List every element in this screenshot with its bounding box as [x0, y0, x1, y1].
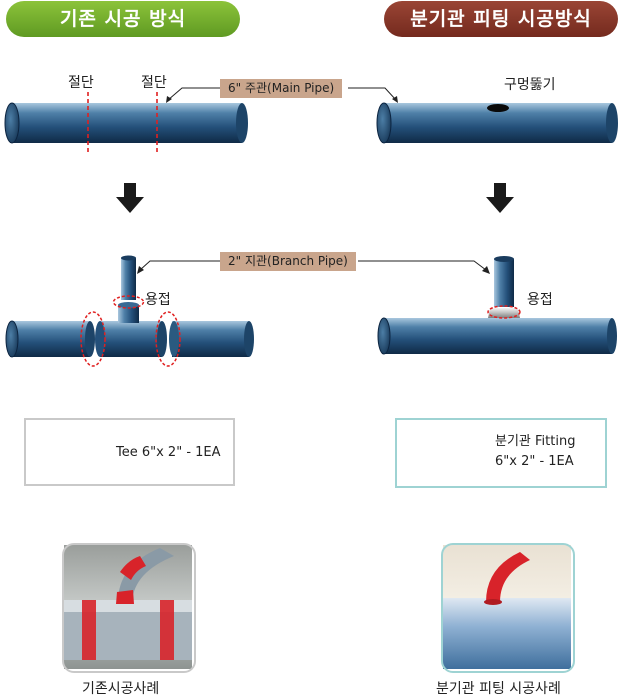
fitting-assembly — [377, 256, 617, 355]
header-fitting-method: 분기관 피팅 시공방식 — [384, 1, 618, 37]
main-pipe-tag: 6" 주관(Main Pipe) — [220, 79, 343, 98]
weld-ring-joint-2 — [155, 311, 181, 367]
weld-ring-joint-1 — [80, 311, 106, 367]
drilled-hole — [487, 104, 509, 112]
main-pipe-pointer-right — [348, 87, 397, 101]
fitting-product-name: 분기관 Fitting — [495, 434, 576, 449]
fitting-photo-frame — [441, 543, 575, 673]
main-pipe-left — [4, 102, 248, 144]
fitting-product-size: 6"x 2" - 1EA — [495, 454, 574, 469]
weld-ring-right — [487, 305, 521, 319]
fitting-case-photo — [443, 545, 571, 669]
tee-product-box: Tee 6"x 2" - 1EA — [24, 418, 235, 486]
weld-label-right: 용접 — [527, 292, 553, 308]
down-arrow-right — [486, 183, 514, 213]
cut-label-2: 절단 — [141, 75, 167, 91]
branch-pipe-pointer-left — [139, 260, 220, 271]
weld-ring-top-left — [112, 295, 145, 309]
caption-conventional: 기존시공사례 — [82, 681, 160, 697]
main-pipe-right — [376, 102, 618, 144]
main-pipe-pointer-left — [167, 87, 220, 101]
hole-label: 구멍뚫기 — [504, 77, 556, 93]
branch-pipe-tag: 2" 지관(Branch Pipe) — [220, 252, 356, 271]
caption-fitting: 분기관 피팅 시공사례 — [436, 681, 561, 697]
conventional-photo-frame — [62, 543, 196, 673]
tee-product-label: Tee 6"x 2" - 1EA — [116, 445, 221, 460]
tee-assembly — [5, 302, 254, 358]
branch-pipe-pointer-right — [358, 260, 487, 271]
cut-label-1: 절단 — [68, 75, 94, 91]
fitting-product-box: 분기관 Fitting 6"x 2" - 1EA — [395, 418, 607, 488]
branch-pipe-left — [121, 255, 136, 300]
header-conventional-method: 기존 시공 방식 — [6, 1, 240, 37]
weld-label-left: 용접 — [145, 292, 171, 308]
down-arrow-left — [116, 183, 144, 213]
conventional-case-photo — [64, 545, 192, 669]
